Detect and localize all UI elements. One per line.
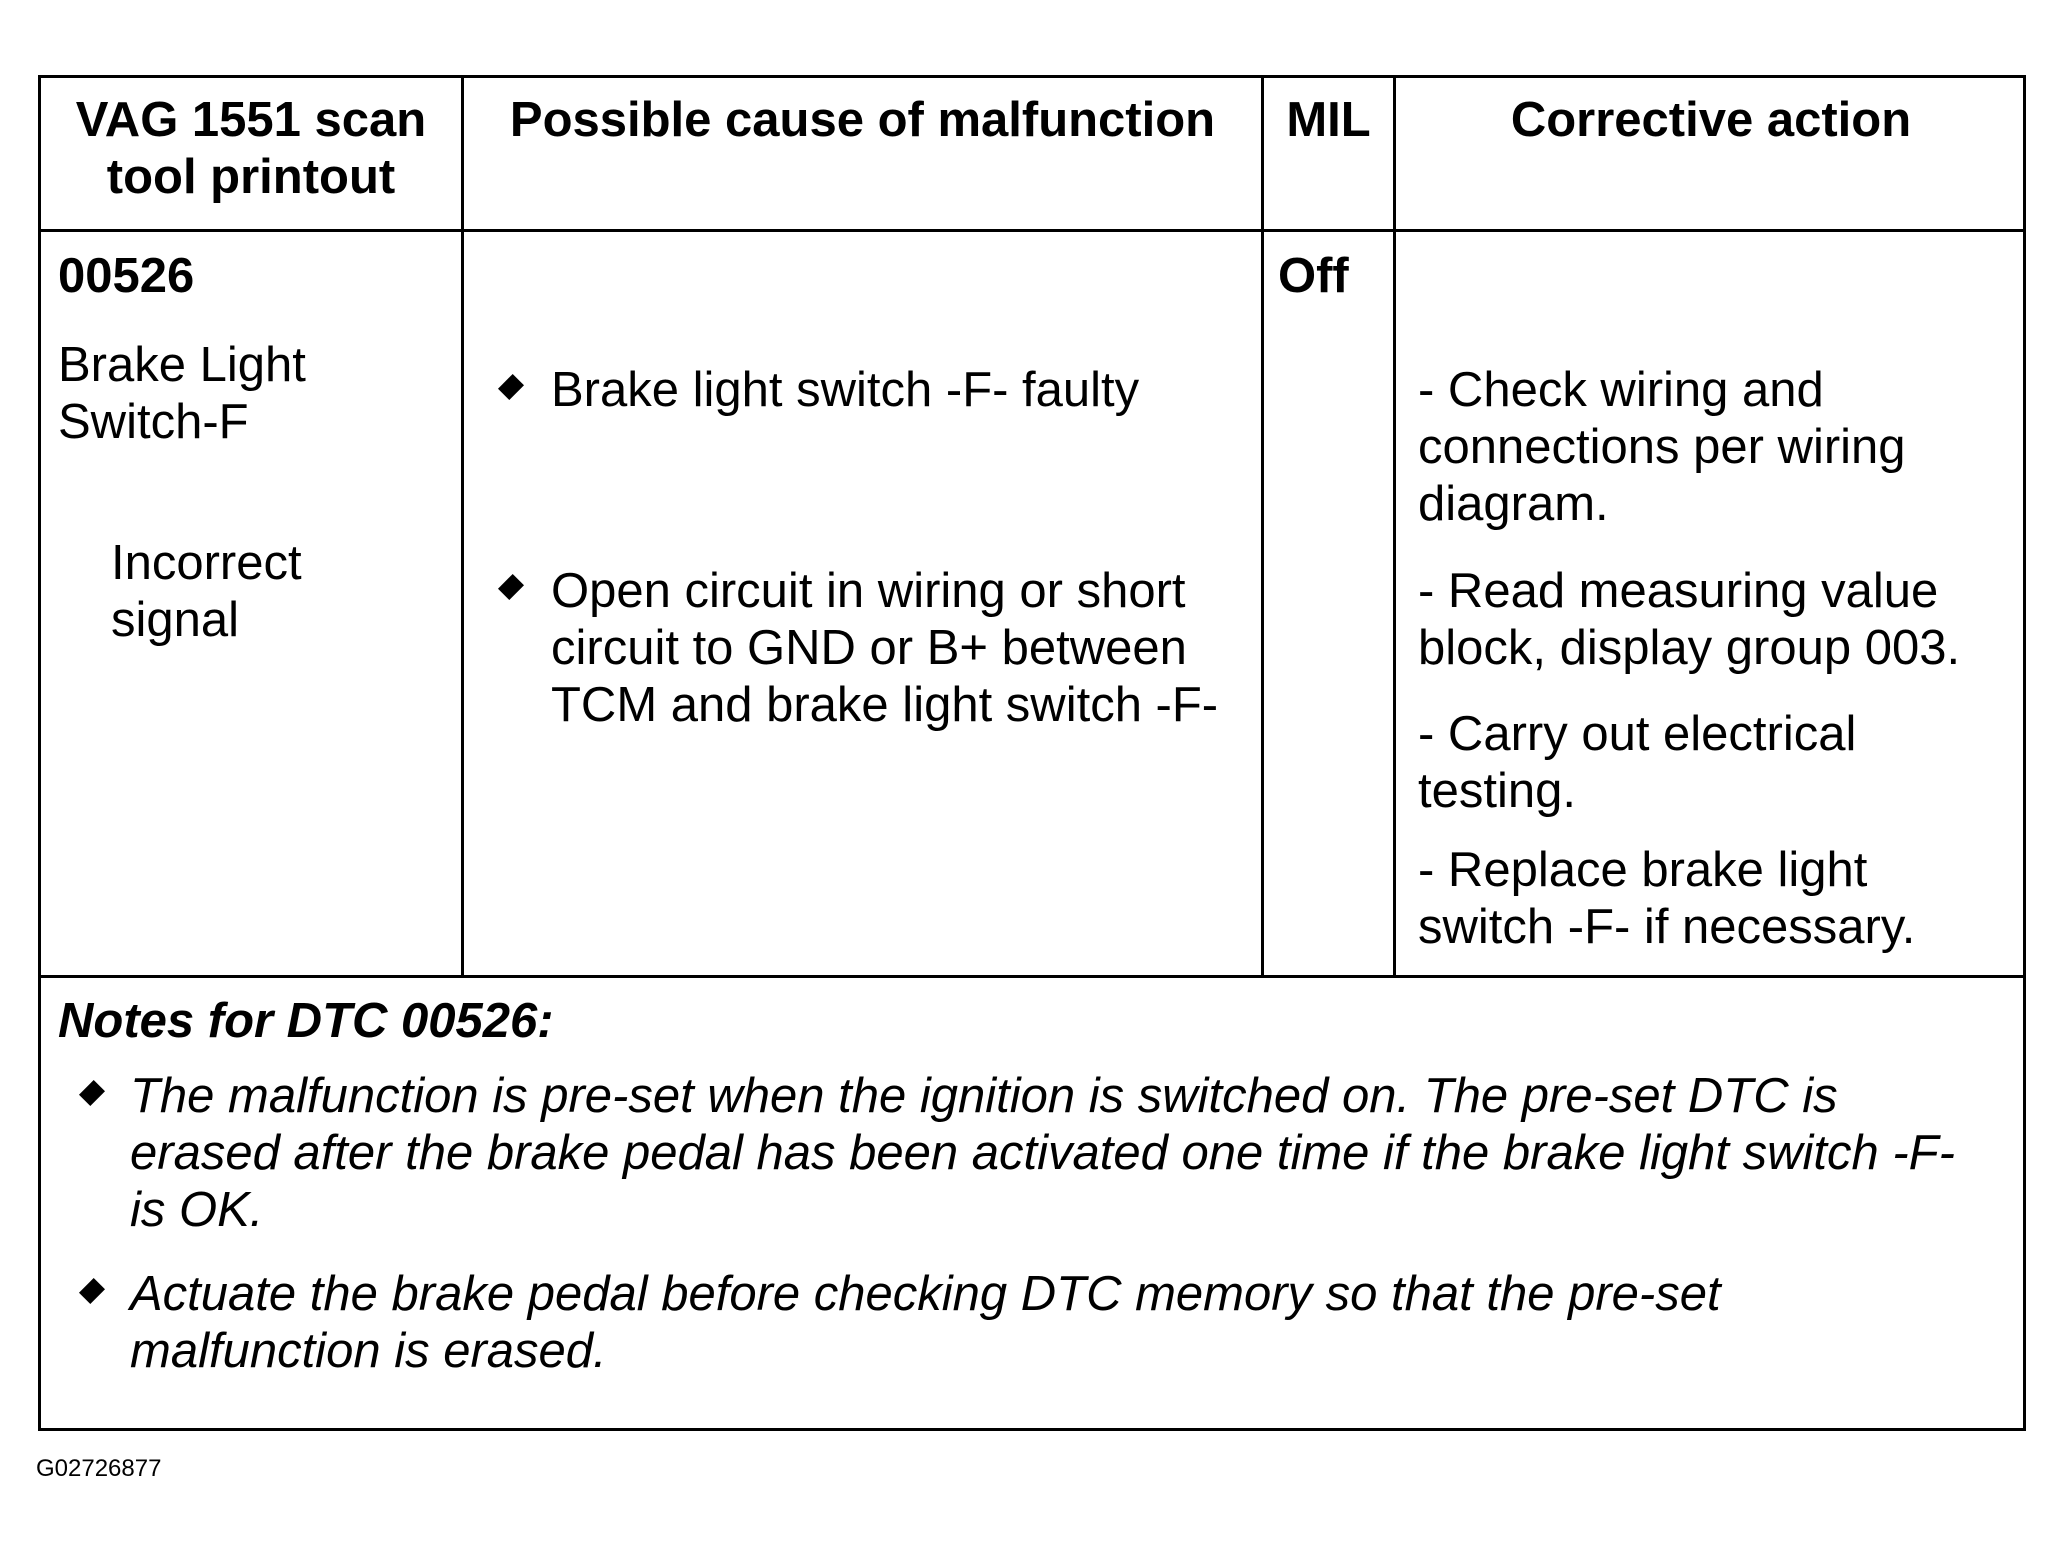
column-divider <box>1261 78 1264 978</box>
action-item: - Read measuring value block, display gr… <box>1418 564 1961 675</box>
bullet-icon <box>497 573 525 601</box>
action-item: - Replace brake light switch -F- if nece… <box>1418 843 1916 954</box>
note-item: The malfunction is pre-set when the igni… <box>130 1069 1955 1237</box>
note-item: Actuate the brake pedal before checking … <box>130 1267 1721 1378</box>
header-action: Corrective action <box>1510 93 1912 147</box>
header-divider <box>41 229 2023 232</box>
mil-status: Off <box>1278 249 1349 303</box>
fault-code: 00526 <box>58 249 195 303</box>
fault-symptom: Incorrect signal <box>111 536 302 647</box>
column-divider <box>1393 78 1396 978</box>
figure-id: G02726877 <box>36 1455 162 1482</box>
cause-item: Open circuit in wiring or short circuit … <box>551 564 1219 732</box>
bullet-icon <box>78 1079 106 1107</box>
action-item: - Check wiring and connections per wirin… <box>1418 363 1906 531</box>
column-divider <box>461 78 464 978</box>
action-item: - Carry out electrical testing. <box>1418 707 1857 818</box>
dtc-table: VAG 1551 scan tool printout Possible cau… <box>38 75 2026 1431</box>
header-cause: Possible cause of malfunction <box>509 93 1216 147</box>
bullet-icon <box>497 373 525 401</box>
header-scan-tool: VAG 1551 scan tool printout <box>75 93 427 204</box>
header-mil: MIL <box>1286 93 1371 147</box>
notes-divider <box>41 975 2023 978</box>
fault-component: Brake Light Switch-F <box>58 338 306 449</box>
notes-title: Notes for DTC 00526: <box>58 994 554 1048</box>
bullet-icon <box>78 1277 106 1305</box>
cause-item: Brake light switch -F- faulty <box>551 363 1140 417</box>
